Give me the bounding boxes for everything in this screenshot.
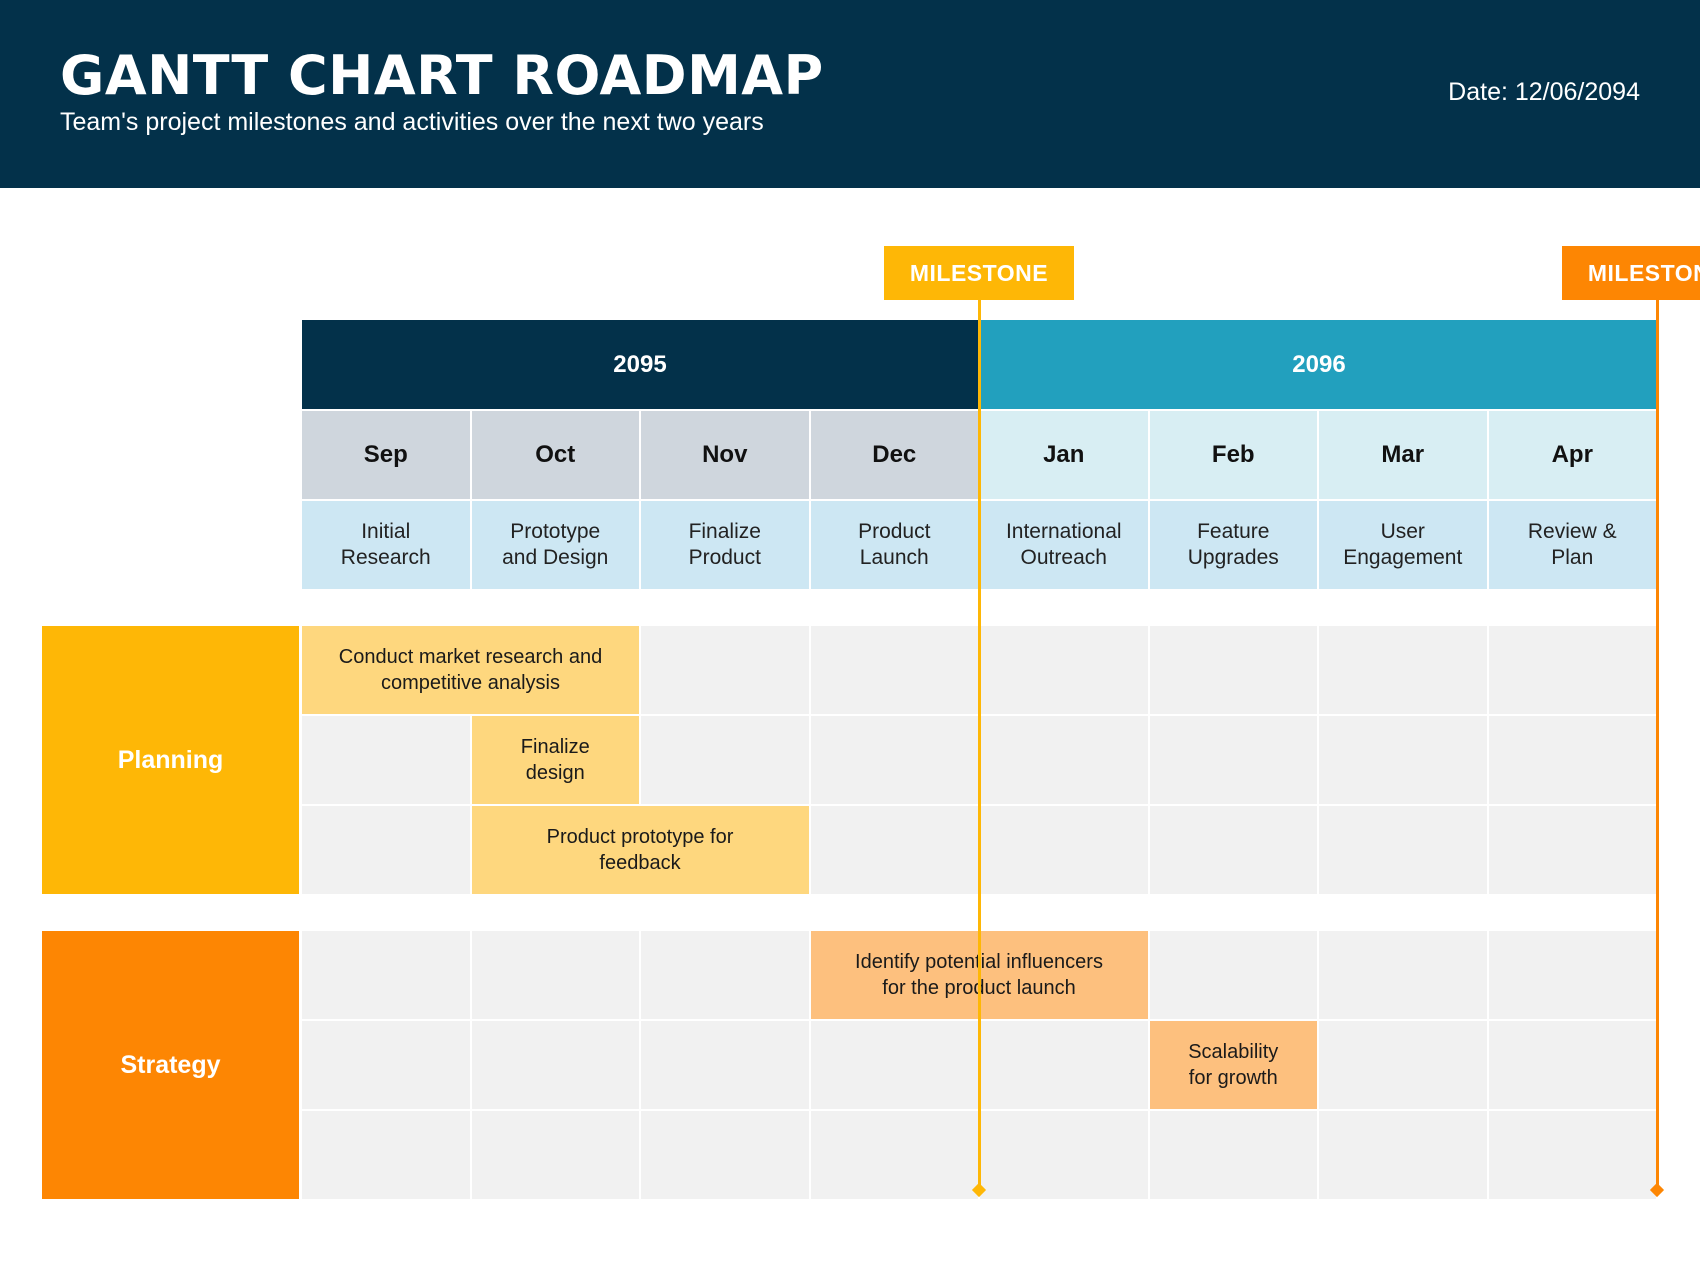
grid-cell (810, 1111, 978, 1199)
milestone-line (978, 300, 981, 1190)
grid-cell (1149, 626, 1317, 714)
grid-cell (1319, 931, 1487, 1019)
grid-cell (1319, 1111, 1487, 1199)
milestone-line (1656, 300, 1659, 1190)
grid-cell (641, 1021, 809, 1109)
grid-cell (641, 716, 809, 804)
category-strategy: Strategy (42, 931, 299, 1199)
year-header-2095: 2095 (302, 320, 978, 409)
grid-cell (810, 626, 978, 714)
grid-cell (980, 1111, 1148, 1199)
phase-label: Review &Plan (1488, 501, 1656, 589)
grid-cell (1319, 626, 1487, 714)
grid-cell (1488, 1021, 1656, 1109)
milestone-label: MILESTONE (1562, 246, 1700, 300)
grid-cell (810, 806, 978, 894)
grid-cell (810, 1021, 978, 1109)
month-header-nov: Nov (641, 411, 809, 499)
month-header-apr: Apr (1488, 411, 1656, 499)
milestone-label: MILESTONE (884, 246, 1074, 300)
grid-cell (471, 1021, 639, 1109)
month-header-feb: Feb (1149, 411, 1317, 499)
grid-cell (302, 931, 470, 1019)
month-header-sep: Sep (302, 411, 470, 499)
month-header-oct: Oct (471, 411, 639, 499)
grid-cell (1149, 716, 1317, 804)
grid-cell (1149, 1111, 1317, 1199)
grid-cell (1149, 806, 1317, 894)
grid-cell (1488, 626, 1656, 714)
grid-cell (1319, 716, 1487, 804)
month-header-dec: Dec (810, 411, 978, 499)
grid-cell (980, 626, 1148, 714)
grid-cell (1149, 931, 1317, 1019)
grid-cell (641, 931, 809, 1019)
grid-cell (302, 806, 470, 894)
grid-cell (641, 626, 809, 714)
grid-cell (980, 716, 1148, 804)
month-header-jan: Jan (980, 411, 1148, 499)
header-banner: GANTT CHART ROADMAP Team's project miles… (0, 0, 1700, 188)
grid-cell (1488, 716, 1656, 804)
date-label: Date: 12/06/2094 (1448, 78, 1640, 106)
page-title: GANTT CHART ROADMAP (60, 44, 824, 107)
grid-cell (1488, 931, 1656, 1019)
grid-cell (302, 1111, 470, 1199)
grid-cell (302, 1021, 470, 1109)
grid-cell (1319, 806, 1487, 894)
grid-cell (980, 1021, 1148, 1109)
grid-cell (1488, 806, 1656, 894)
grid-cell (1488, 1111, 1656, 1199)
grid-cell (1319, 1021, 1487, 1109)
grid-cell (641, 1111, 809, 1199)
grid-cell (471, 931, 639, 1019)
page-subtitle: Team's project milestones and activities… (60, 108, 764, 136)
grid-cell (980, 806, 1148, 894)
grid-cell (302, 716, 470, 804)
category-planning: Planning (42, 626, 299, 894)
year-header-2096: 2096 (980, 320, 1658, 409)
grid-cell (471, 1111, 639, 1199)
month-header-mar: Mar (1319, 411, 1487, 499)
grid-cell (810, 716, 978, 804)
